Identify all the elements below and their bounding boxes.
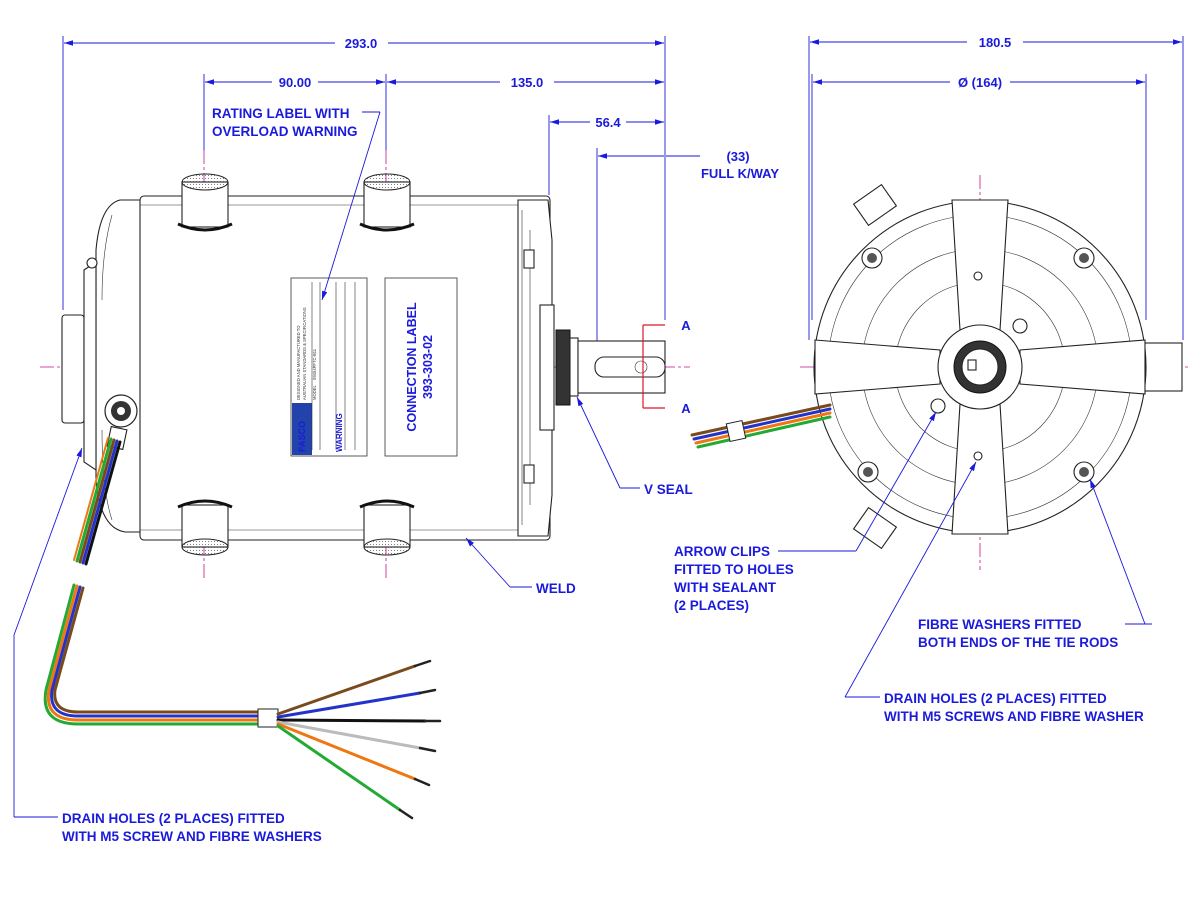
callout-arrow-clips-line4: (2 PLACES) xyxy=(674,598,749,613)
dimension-shaft-length: 56.4 xyxy=(548,115,664,195)
dimension-mount-spacing: 90.00 xyxy=(203,74,387,150)
dim-keyway-note: FULL K/WAY xyxy=(701,166,779,181)
mounting-boss-top-right xyxy=(359,173,415,232)
dim-overall-length-text: 293.0 xyxy=(345,36,378,51)
connection-label-part-no: 393-303-02 xyxy=(421,335,435,399)
dim-overall-height-text: 180.5 xyxy=(979,35,1012,50)
callout-arrow-clips-line3: WITH SEALANT xyxy=(674,580,777,595)
connection-label-title: CONNECTION LABEL xyxy=(405,302,419,432)
rating-plate: FASCO WARNING DESIGNED AND MANUFACTURED … xyxy=(290,277,368,457)
rating-plate-model-value: 09454PFTC-B11 xyxy=(312,348,317,380)
rating-plate-warning: WARNING xyxy=(335,413,344,452)
callout-fibre-washers: FIBRE WASHERS FITTED BOTH ENDS OF THE TI… xyxy=(918,478,1152,650)
mounting-boss-top-left xyxy=(177,173,233,232)
tie-rod-top-left xyxy=(861,247,883,269)
callout-drain-left-line2: WITH M5 SCREW AND FIBRE WASHERS xyxy=(62,829,322,844)
callout-drain-right-line1: DRAIN HOLES (2 PLACES) FITTED xyxy=(884,691,1107,706)
callout-drain-left-line1: DRAIN HOLES (2 PLACES) FITTED xyxy=(62,811,285,826)
tie-rod-bottom-left xyxy=(857,461,879,483)
cable-gland xyxy=(104,394,138,451)
dim-body-diameter-text: Ø (164) xyxy=(958,75,1002,90)
callout-fibre-washers-line2: BOTH ENDS OF THE TIE RODS xyxy=(918,635,1118,650)
dim-mount-spacing-text: 90.00 xyxy=(279,75,312,90)
mounting-boss-bottom-left xyxy=(177,499,233,556)
rating-plate-header-1: DESIGNED AND MANUFACTURED TO xyxy=(296,325,301,400)
rating-plate-header-2: AUSTRALIAN STANDARDS & SPECIFICATIONS xyxy=(302,307,307,400)
dimension-overall-length: 293.0 xyxy=(62,36,666,320)
rating-plate-model-label: MODEL xyxy=(312,384,317,400)
callout-arrow-clips-line2: FITTED TO HOLES xyxy=(674,562,794,577)
callout-weld-text: WELD xyxy=(536,581,576,596)
tie-rod-bottom-right xyxy=(1073,461,1095,483)
dim-keyway-text: (33) xyxy=(726,149,749,164)
dim-mount-to-shaft-text: 135.0 xyxy=(511,75,544,90)
callout-arrow-clips-line1: ARROW CLIPS xyxy=(674,544,770,559)
dimension-keyway: (33) FULL K/WAY xyxy=(596,148,779,345)
callout-v-seal: V SEAL xyxy=(576,396,693,497)
callout-v-seal-text: V SEAL xyxy=(644,482,693,497)
dimension-body-diameter: Ø (164) xyxy=(811,74,1147,320)
mounting-boss-bottom-right xyxy=(359,499,415,556)
callout-rating-label-line2: OVERLOAD WARNING xyxy=(212,124,358,139)
tie-rod-top-right xyxy=(1073,247,1095,269)
callout-rating-label: RATING LABEL WITH OVERLOAD WARNING xyxy=(212,106,381,301)
section-line-aa: A A xyxy=(642,318,691,416)
lead-bundle xyxy=(43,437,442,820)
section-mark-bottom: A xyxy=(681,401,691,416)
callout-drain-holes-right: DRAIN HOLES (2 PLACES) FITTED WITH M5 SC… xyxy=(844,461,1144,724)
rating-plate-brand: FASCO xyxy=(297,421,307,452)
connection-label: CONNECTION LABEL 393-303-02 xyxy=(384,277,458,457)
section-mark-top: A xyxy=(681,318,691,333)
callout-arrow-clips: ARROW CLIPS FITTED TO HOLES WITH SEALANT… xyxy=(674,411,937,613)
motor-side-view: A A FASCO WARNING xyxy=(40,150,691,820)
callout-drain-holes-left: DRAIN HOLES (2 PLACES) FITTED WITH M5 SC… xyxy=(13,447,322,844)
dimension-mount-to-shaft: 135.0 xyxy=(387,75,664,90)
callout-rating-label-line1: RATING LABEL WITH xyxy=(212,106,350,121)
callout-drain-right-line2: WITH M5 SCREWS AND FIBRE WASHER xyxy=(884,709,1144,724)
callout-weld: WELD xyxy=(465,537,576,596)
dimension-overall-height: 180.5 xyxy=(808,35,1184,340)
motor-end-view xyxy=(690,175,1190,570)
dim-shaft-length-text: 56.4 xyxy=(595,115,621,130)
callout-fibre-washers-line1: FIBRE WASHERS FITTED xyxy=(918,617,1082,632)
